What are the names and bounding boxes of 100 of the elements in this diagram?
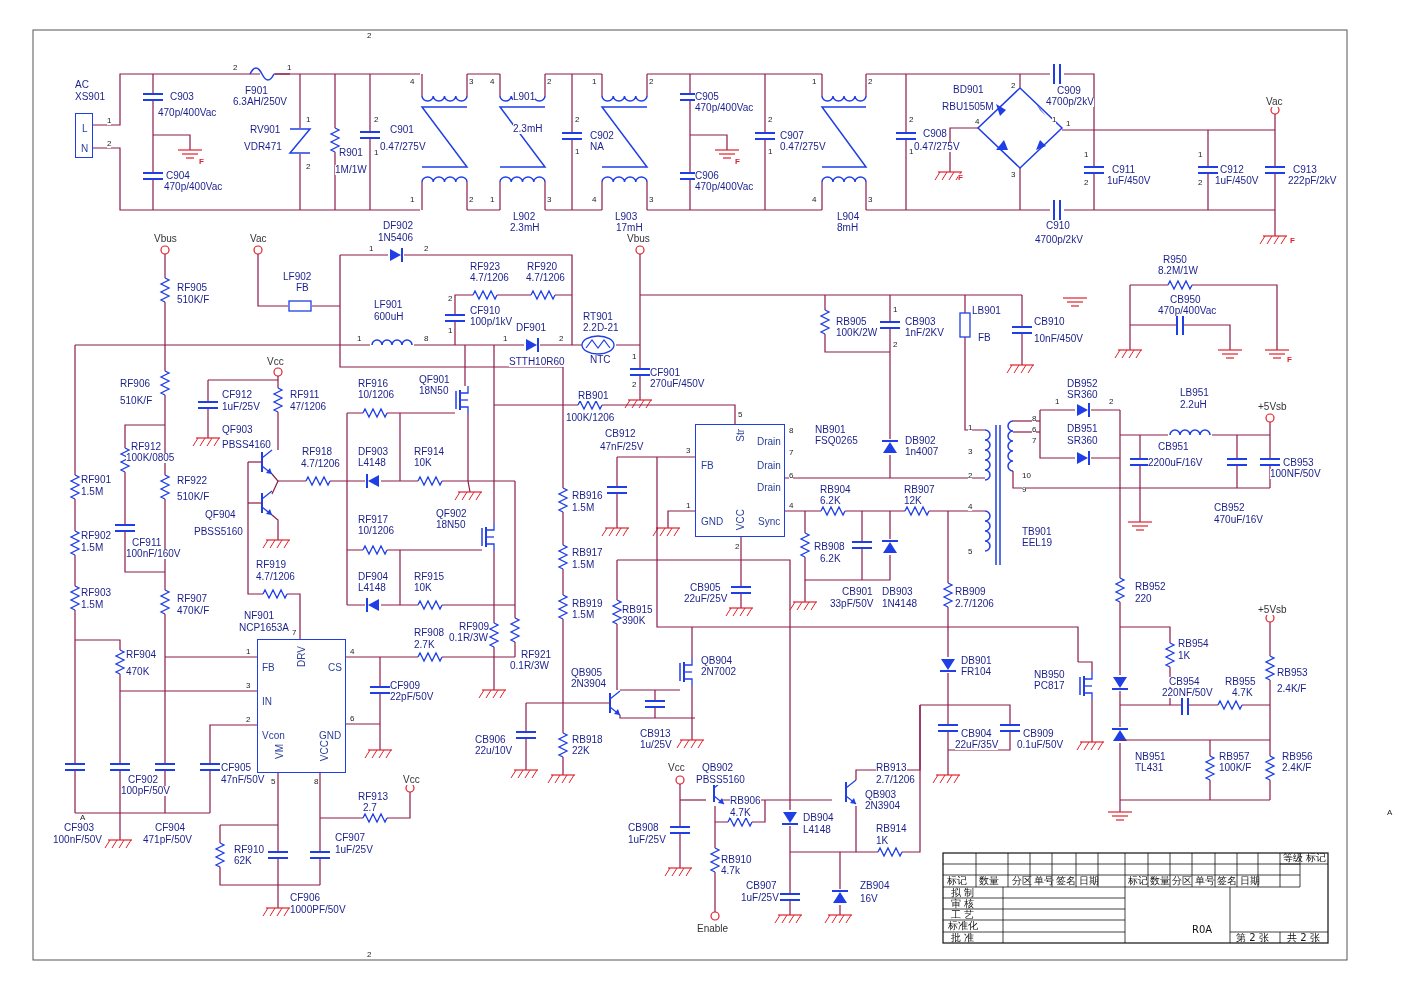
component-label: 100nF/160V [126,549,181,559]
pin-name: FB [701,461,714,471]
component-label: RB906 [730,796,761,806]
component-label: L4148 [358,458,386,468]
component-label: L903 [615,212,638,222]
pin-number: 7 [789,449,794,457]
component-label: RF904 [126,650,156,660]
component-label: 100K/1206 [566,413,615,423]
component-label: FB [296,283,309,293]
component-label: 10/1206 [358,390,395,400]
component-label: DB901 [961,656,992,666]
component-label: 4.7K [1232,688,1253,698]
pin-number: 2 [893,341,898,349]
component-label: RB919 [572,599,603,609]
component-label: SR360 [1067,390,1098,400]
pin-number: 3 [649,196,654,204]
component-label: RF917 [358,515,388,525]
title-block-text: 共 2 张 [1287,933,1320,943]
title-block-text: 审 核 [951,899,975,909]
component-label: 6.2K [820,496,841,506]
pin-number: 1 [246,648,251,656]
component-label: 2.3mH [510,223,540,233]
component-label: L4148 [803,825,831,835]
component-label: RT901 [583,312,613,322]
component-label: 100nF/50V [53,835,102,845]
pin-number: 1 [632,353,637,361]
pin-number: 2 [868,78,873,86]
pin-number: 3 [686,447,691,455]
title-block-text: 分区 [1172,876,1192,886]
component-label: 1N4148 [882,599,918,609]
pin-name: VCC [320,740,330,762]
component-label: RB914 [876,824,907,834]
component-label: 510K/F [177,492,210,502]
pin-name: Drain [757,461,781,471]
component-label: 2.7/1206 [876,775,915,785]
component-label: RB909 [955,587,986,597]
component-label: 390K [622,616,646,626]
pin-number: 1 [374,149,379,157]
pin-number: 3 [1011,171,1016,179]
component-label: RB953 [1277,668,1308,678]
title-block-text: 分区 [1012,876,1032,886]
pin-number: 2 [547,78,552,86]
component-label: RB952 [1135,582,1166,592]
pin-number: 1 [1052,116,1057,124]
pin-name: Sync [758,517,781,527]
component-label: RB955 [1225,677,1256,687]
pin-number: 8 [424,335,429,343]
component-label: 220NF/50V [1162,688,1213,698]
component-label: CB905 [690,583,721,593]
pin-name: Str [736,429,746,442]
component-label: RF902 [81,531,111,541]
component-label: R901 [339,148,363,158]
pin-number: 2 [768,116,773,124]
pin-number: 2 [306,163,311,171]
component-label: 2.4K/F [1282,763,1312,773]
component-label: PC817 [1034,681,1065,691]
component-label: CB952 [1214,503,1245,513]
component-label: RF915 [414,572,444,582]
pin-number: 3 [968,448,973,456]
pin-number: 1 [968,424,973,432]
pin-name: Drain [757,437,781,447]
component-label: C903 [170,92,194,102]
component-label: 4.7K [730,808,751,818]
component-label: 1uF/450V [1215,176,1259,186]
component-label: C902 [590,131,614,141]
component-label: LB951 [1180,388,1209,398]
component-label: RF920 [527,262,557,272]
component-label: 2.4K/F [1277,684,1307,694]
component-label: C910 [1046,221,1070,231]
title-block-text: 数量 [979,876,999,886]
component-label: RB918 [572,735,603,745]
component-label: FR104 [961,667,991,677]
pin-number: 1 [410,196,415,204]
component-label: LF902 [283,272,312,282]
pin-number: 1 [1055,398,1060,406]
component-label: NB901 [815,425,846,435]
component-label: QF904 [205,510,236,520]
component-label: CF904 [155,823,185,833]
component-label: CB910 [1034,317,1065,327]
component-label: RF909 [459,622,489,632]
pin-name: Vcon [262,731,285,741]
pin-number: 2 [374,116,379,124]
component-label: 4.7k [721,866,740,876]
component-label: 1K [1178,651,1191,661]
component-label: XS901 [75,92,106,102]
component-label: CF910 [470,306,500,316]
component-label: PBSS4160 [222,440,271,450]
component-label: C908 [923,129,947,139]
pin-number: 8 [789,427,794,435]
pin-number: 2 [735,543,740,551]
component-label: 470p/400Vac [164,182,223,192]
connector-box [75,113,93,158]
component-label: NB950 [1034,670,1065,680]
pin-number: 4 [592,196,597,204]
component-label: CF903 [64,823,94,833]
component-label: RF912 [131,442,161,452]
pin-number: 4 [968,503,973,511]
component-label: RB907 [904,485,935,495]
component-label: 0.47/275V [914,142,960,152]
ground-label: F [1290,237,1295,245]
